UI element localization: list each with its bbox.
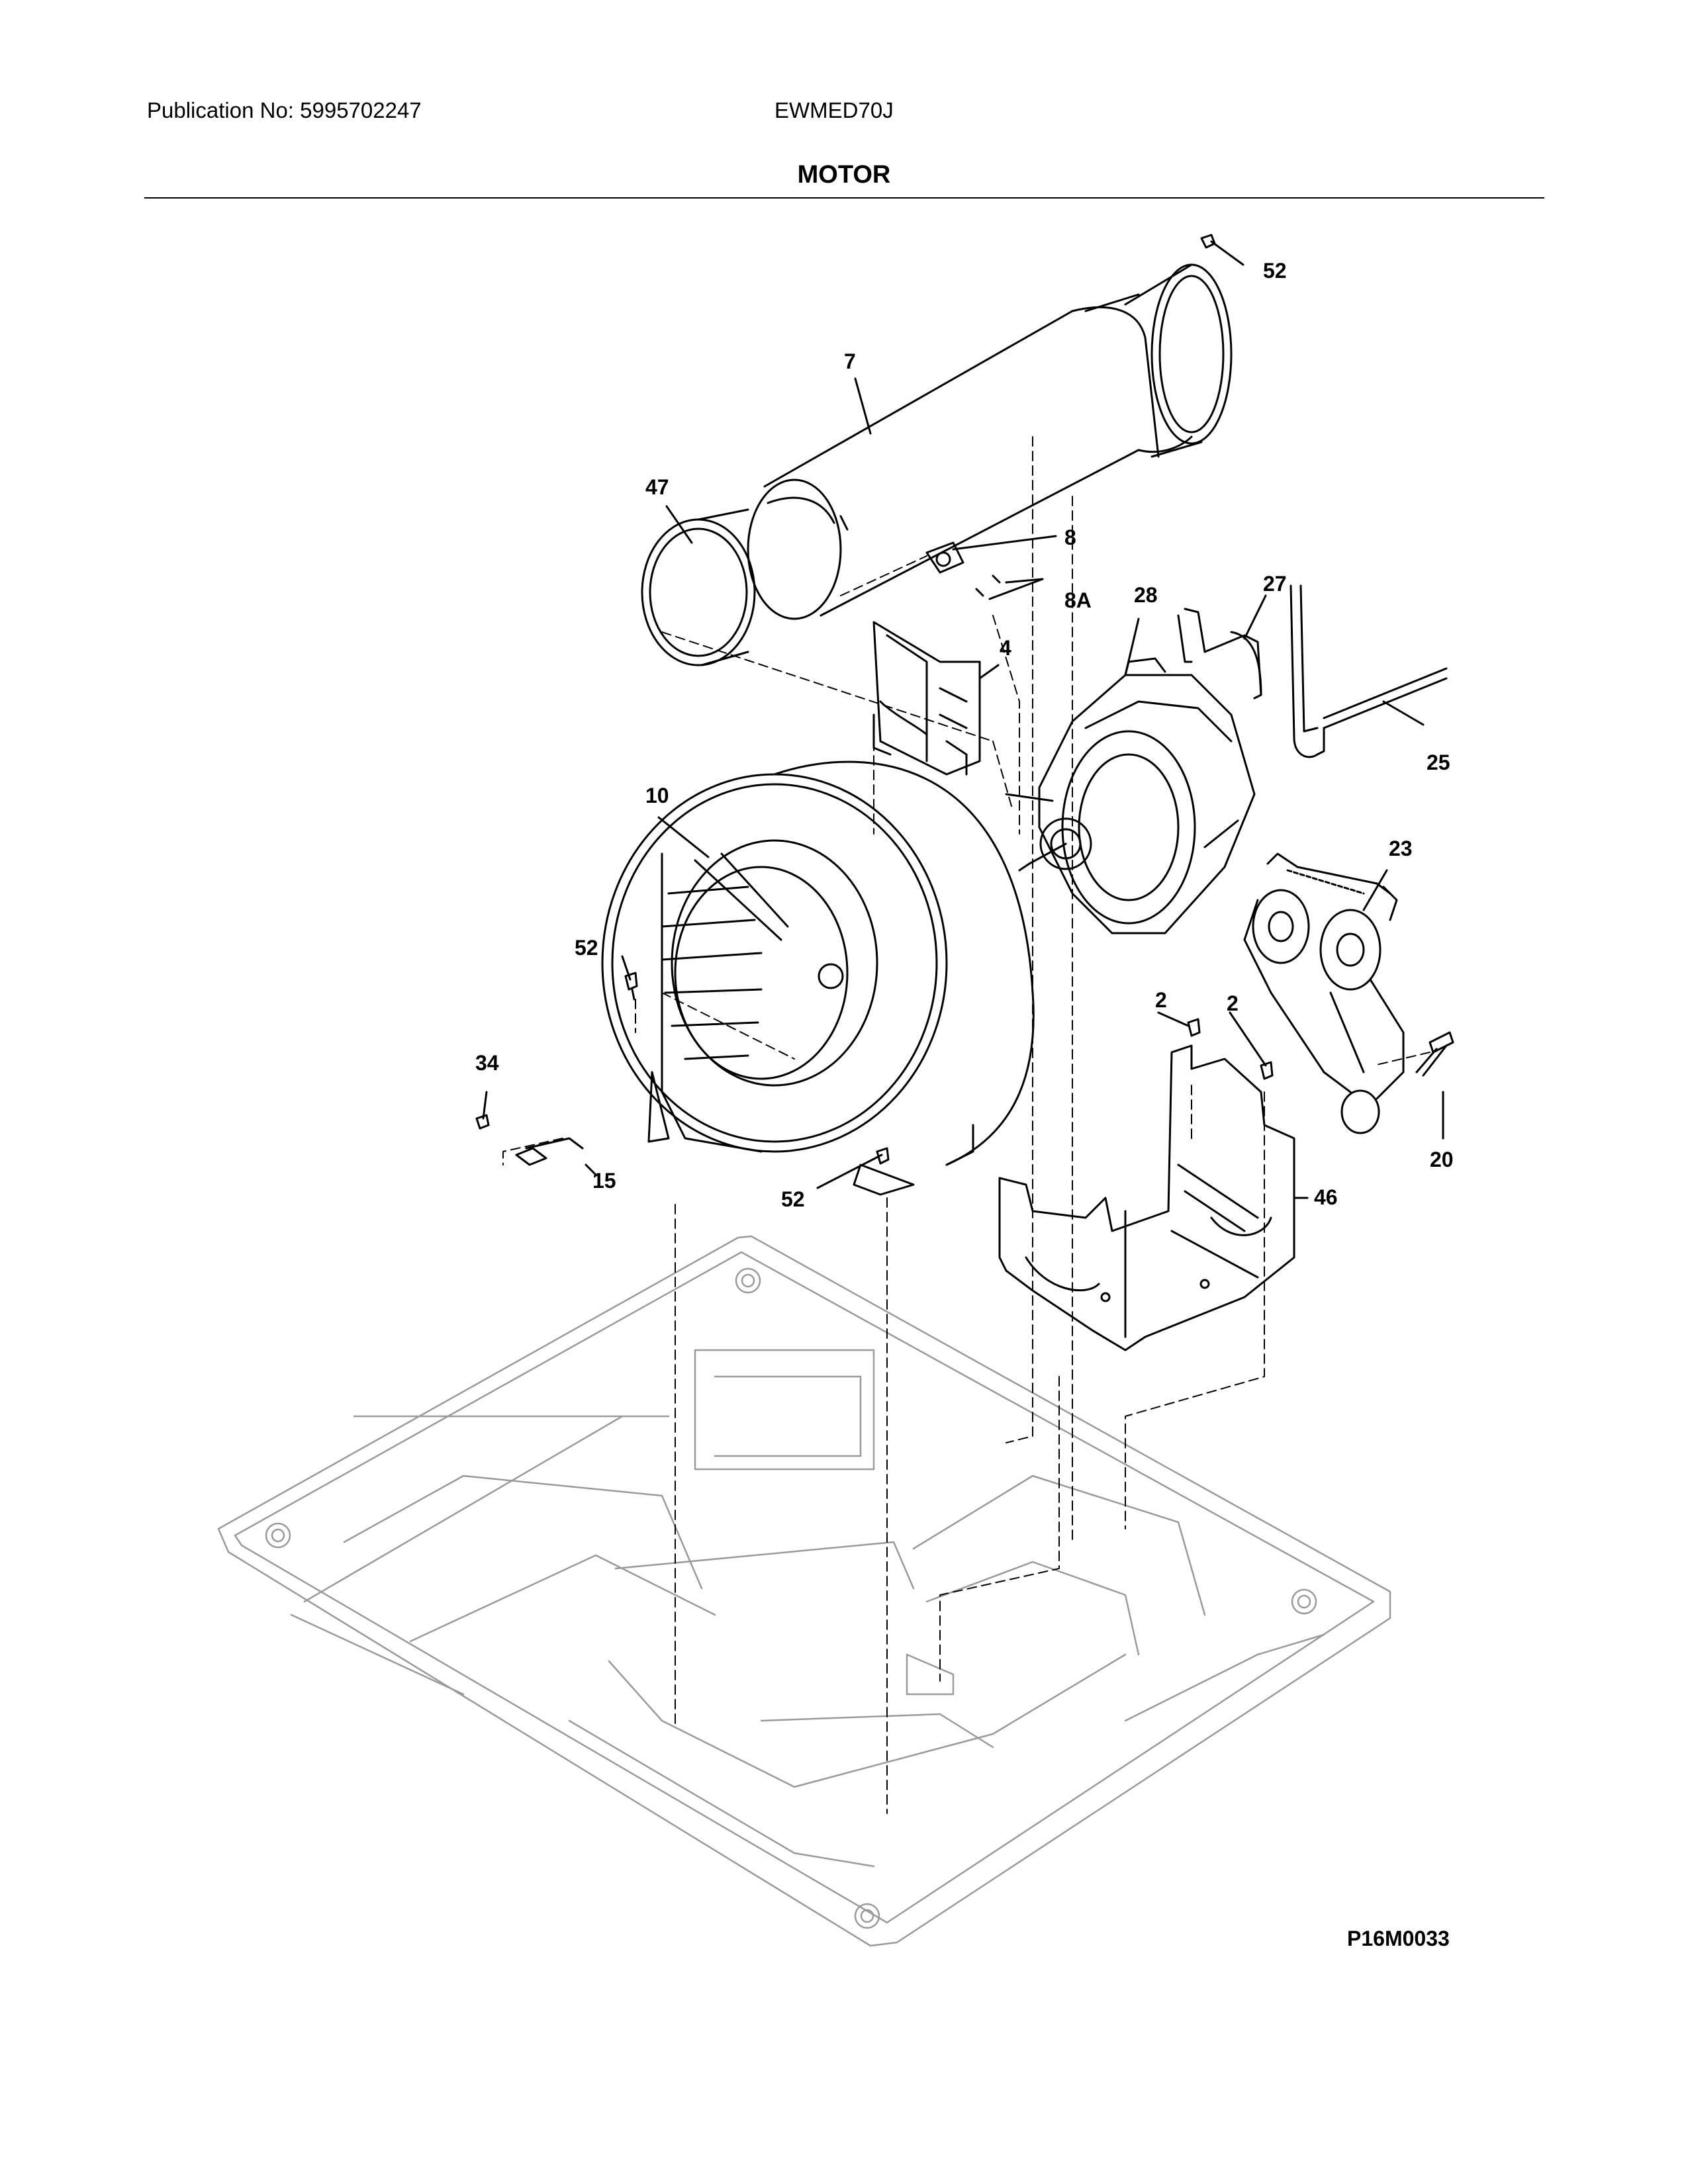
motor-mount <box>872 621 981 776</box>
model-number: EWMED70J <box>774 98 894 122</box>
idler-pulley-assembly <box>1243 852 1405 1134</box>
bolt <box>1415 1031 1454 1077</box>
callout-8a: 8A <box>1064 588 1092 612</box>
figure-code: P16M0033 <box>1347 1927 1450 1950</box>
motor-rod <box>1289 584 1448 758</box>
callout-10: 10 <box>645 784 669 807</box>
duct-tube <box>747 263 1233 620</box>
callout-27: 27 <box>1263 572 1287 596</box>
callout-28: 28 <box>1134 583 1158 607</box>
callout-15: 15 <box>592 1169 616 1193</box>
callout-34: 34 <box>475 1051 499 1075</box>
callout-52: 52 <box>575 936 598 960</box>
duct-ring <box>641 508 756 666</box>
page-title: MOTOR <box>797 161 891 189</box>
motor-clip <box>1177 608 1262 700</box>
callout-20: 20 <box>1430 1148 1454 1171</box>
callout-52: 52 <box>1263 259 1287 283</box>
callout-2: 2 <box>1155 988 1167 1012</box>
callout-4: 4 <box>1000 636 1011 660</box>
leader-lines <box>482 240 1444 1199</box>
callout-23: 23 <box>1389 837 1413 860</box>
callout-47: 47 <box>645 475 669 499</box>
callout-52: 52 <box>781 1187 805 1211</box>
header-divider <box>144 197 1544 199</box>
callout-8: 8 <box>1064 525 1076 549</box>
publication-number: Publication No: 5995702247 <box>147 98 422 122</box>
screws <box>475 234 1274 1166</box>
callout-2: 2 <box>1227 991 1239 1015</box>
base-plate <box>217 1235 1391 1947</box>
thermostat <box>925 541 1001 597</box>
callout-7: 7 <box>844 349 856 373</box>
callout-46: 46 <box>1314 1185 1338 1209</box>
motor-cradle <box>998 1044 1295 1351</box>
blower-housing <box>601 760 1035 1196</box>
callout-25: 25 <box>1427 751 1450 774</box>
drive-motor <box>1005 657 1256 934</box>
alignment-lines <box>502 436 1430 1814</box>
